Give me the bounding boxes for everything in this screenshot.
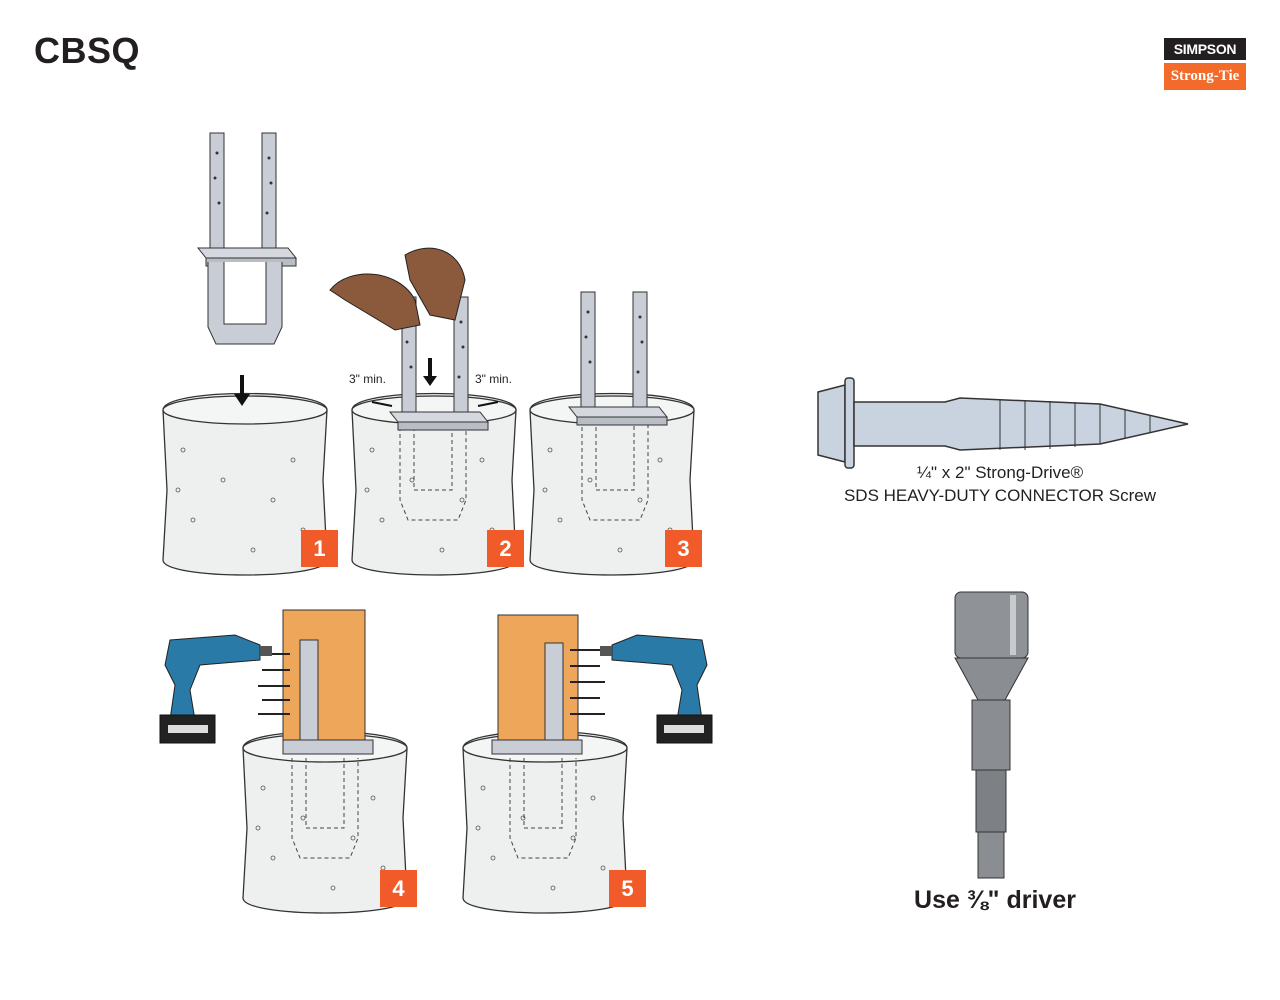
step-4-illustration [159,609,408,914]
step-2-illustration [329,247,517,576]
step-1-illustration [162,132,328,576]
simpson-strong-tie-logo: SIMPSON Strong-Tie [1164,38,1246,90]
screw-type-label: SDS HEAVY-DUTY CONNECTOR Screw [843,486,1157,505]
glove-left-icon [329,273,421,331]
step-5-illustration [462,614,713,914]
logo-simpson: SIMPSON [1164,38,1246,60]
drill-icon [159,634,273,744]
step-1-badge: 1 [301,530,338,567]
logo-strong-tie: Strong-Tie [1164,63,1246,90]
clearance-arrows [371,401,499,407]
driver-bit-icon [954,591,1029,879]
sds-screw-icon [817,377,1189,469]
anchor-legs [207,262,283,345]
driver-label: Use ⅜" driver [914,886,1076,914]
clearance-right-label: 3" min. [475,372,512,386]
wood-post [497,614,579,751]
page-title: CBSQ [34,30,141,71]
step-3-badge: 3 [665,530,702,567]
glove-right-icon [404,247,466,321]
step-2-badge: 2 [487,530,524,567]
clearance-left-label: 3" min. [349,372,386,386]
drill-icon [599,634,713,744]
wood-post [282,609,366,751]
step-5-badge: 5 [609,870,646,907]
step-4-badge: 4 [380,870,417,907]
screw-size-label: ¼" x 2" Strong-Drive® [916,463,1084,482]
